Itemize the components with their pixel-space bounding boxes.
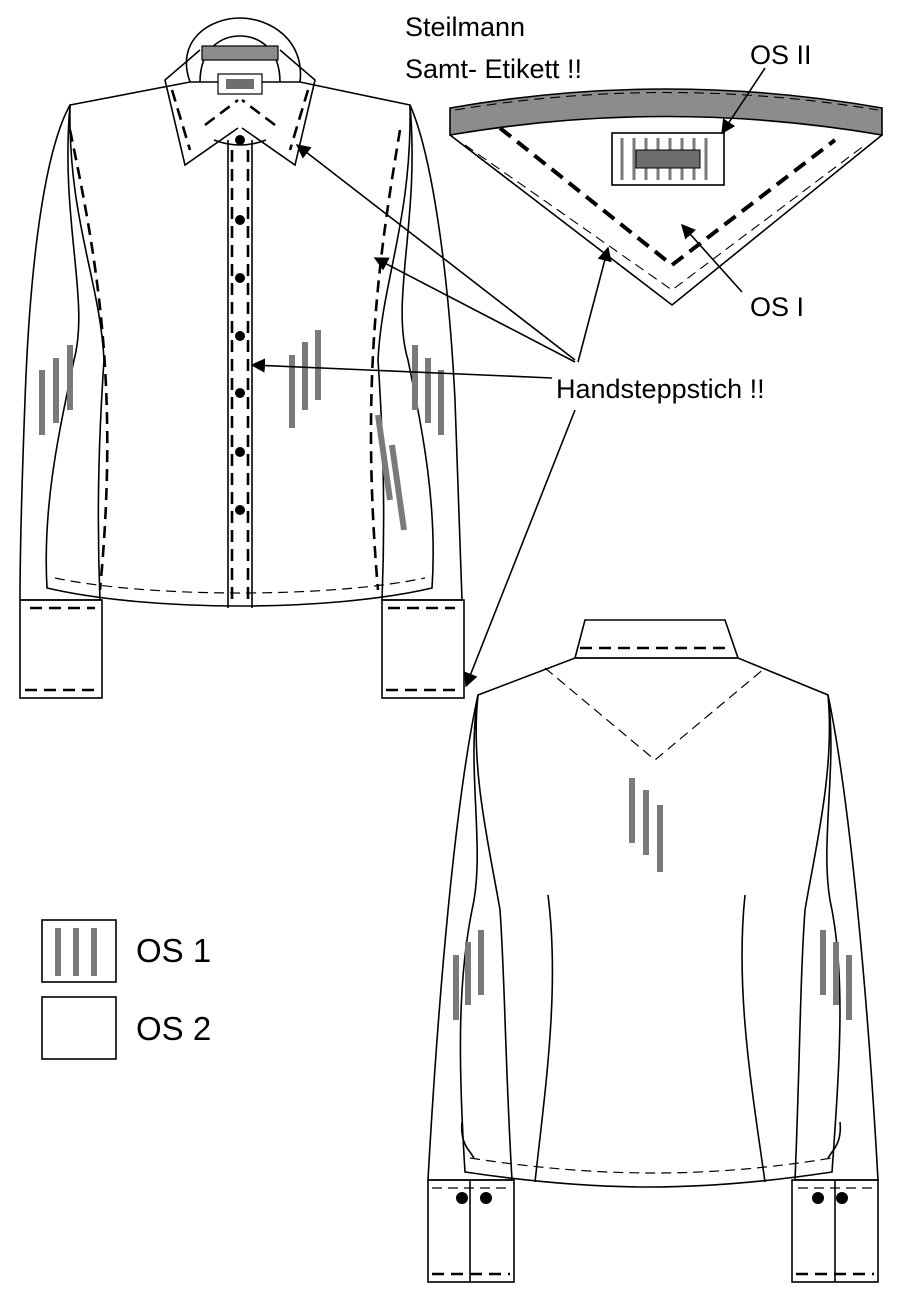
annotation-arrows xyxy=(250,67,766,688)
arrow-to-collar-detail xyxy=(577,246,612,363)
button xyxy=(235,135,245,145)
front-neck-label-patch xyxy=(226,79,254,89)
collar-detail-inner-line xyxy=(464,144,866,291)
arrow-os-i xyxy=(681,223,743,293)
back-princess-seams xyxy=(534,894,766,1183)
back-dashed-stitching xyxy=(432,667,874,1189)
arrow-os-ii xyxy=(721,67,766,135)
back-left-sleeve xyxy=(427,694,513,1181)
legend-os1-stripes xyxy=(55,928,97,976)
collar-detail xyxy=(449,88,883,307)
front-collar-right-point xyxy=(241,49,316,167)
front-hem-stitch xyxy=(54,577,426,594)
back-bold-stitching xyxy=(432,646,874,1276)
cuff-button xyxy=(480,1192,492,1204)
button xyxy=(235,505,245,515)
os-i-label: OS I xyxy=(750,292,805,322)
back-os1-stripes xyxy=(453,778,852,1020)
arrow-to-collar xyxy=(295,144,576,361)
back-right-sleeve xyxy=(794,694,879,1181)
collar-detail-bold-stitch xyxy=(498,126,837,268)
back-right-sleeve-placket xyxy=(827,1121,842,1159)
front-placket xyxy=(227,140,253,608)
hand-stitch-label: Handsteppstich !! xyxy=(556,374,765,404)
button xyxy=(235,215,245,225)
front-collar-stand xyxy=(185,17,302,83)
collar-detail-tape xyxy=(449,88,883,136)
front-buttons xyxy=(235,135,245,515)
cuff-button xyxy=(836,1192,848,1204)
title-brand-label: Steilmann xyxy=(405,12,526,42)
arrow-to-cuff xyxy=(464,409,576,688)
front-right-cuff xyxy=(381,599,465,699)
collar-detail-top-stitch xyxy=(454,91,879,111)
back-left-sleeve-placket xyxy=(460,1121,475,1159)
back-cuff-buttons xyxy=(456,1192,848,1204)
button xyxy=(235,447,245,457)
cuff-button xyxy=(456,1192,468,1204)
collar-detail-outline xyxy=(449,134,883,307)
front-left-cuff xyxy=(19,599,103,699)
front-left-sleeve xyxy=(19,104,105,601)
back-body-outline xyxy=(459,657,841,1188)
button xyxy=(235,273,245,283)
front-os1-stripes xyxy=(39,330,444,531)
back-shirt-view xyxy=(427,619,879,1283)
front-shirt-view xyxy=(19,17,465,699)
collar-detail-label-patch xyxy=(635,149,701,169)
legend-swatches xyxy=(41,919,117,1060)
arrow-to-side-seam xyxy=(373,257,576,363)
back-left-cuff xyxy=(427,1179,515,1283)
legend-os2-swatch xyxy=(41,996,117,1060)
front-neck-tape xyxy=(201,45,279,61)
front-right-sleeve xyxy=(377,104,463,601)
button xyxy=(235,388,245,398)
front-body-outline xyxy=(45,81,434,607)
back-collar-stand xyxy=(573,619,740,659)
front-dashed-stitching xyxy=(25,89,462,692)
front-collar-left-point xyxy=(164,49,239,167)
legend-os2-label: OS 2 xyxy=(136,1010,212,1047)
legend-os1-label: OS 1 xyxy=(136,932,212,969)
cuff-button xyxy=(812,1192,824,1204)
button xyxy=(235,331,245,341)
title-velvet-label-text: Samt- Etikett !! xyxy=(405,54,583,84)
os-ii-label: OS II xyxy=(750,40,812,70)
arrow-to-placket xyxy=(250,358,553,379)
